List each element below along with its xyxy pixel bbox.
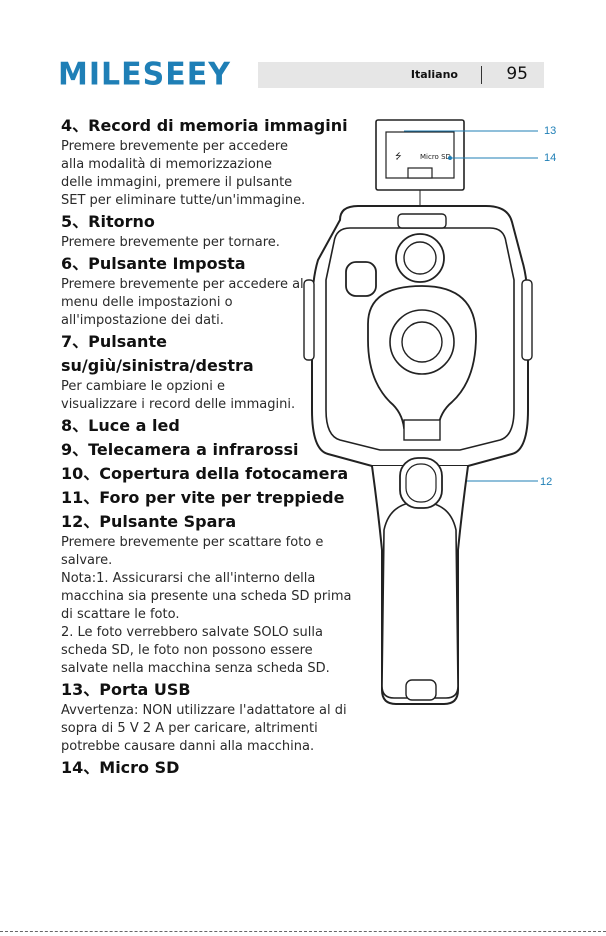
top-bump — [397, 213, 447, 229]
micro-sd-slot-label: Micro SD — [420, 153, 451, 161]
section-heading: 12、Pulsante Spara — [61, 512, 237, 531]
section-heading: 7、Pulsante — [61, 332, 167, 351]
section-text-line: 2. Le foto verrebbero salvate SOLO sulla — [61, 625, 323, 640]
section-text-line: all'impostazione dei dati. — [61, 313, 224, 328]
section-text-line: alla modalità di memorizzazione — [61, 157, 273, 172]
section-text-line: salvare. — [61, 553, 113, 568]
section-text-line: delle immagini, premere il pulsante — [61, 175, 293, 190]
section-heading: 13、Porta USB — [61, 680, 191, 699]
port-detail-slot — [407, 167, 433, 179]
bottom-dashed-line — [0, 931, 606, 932]
section-text-line: macchina sia presente una scheda SD prim… — [61, 589, 352, 604]
tripod-hole — [405, 679, 437, 701]
infrared-camera — [345, 261, 377, 297]
usb-port-icon: ⭍ — [395, 152, 402, 161]
section-text-line: scheda SD, le foto non possono essere — [61, 643, 313, 658]
section-text-line: Avvertenza: NON utilizzare l'adattatore … — [61, 703, 347, 718]
device-diagram: ⭍ Micro SD 13 14 12 — [303, 119, 556, 705]
section-heading: 5、Ritorno — [61, 212, 155, 231]
section-text-line: salvate nella macchina senza scheda SD. — [61, 661, 330, 676]
section-heading: 9、Telecamera a infrarossi — [61, 440, 299, 459]
header-separator — [481, 66, 482, 84]
section-heading: 11、Foro per vite per treppiede — [61, 488, 345, 507]
left-side-button — [303, 279, 315, 361]
section-heading: 4、Record di memoria immagini — [61, 116, 348, 135]
section-text-line: SET per eliminare tutte/un'immagine. — [61, 193, 306, 208]
section-text-line: Premere brevemente per accedere — [61, 139, 288, 154]
callout-label-13: 13 — [544, 125, 556, 137]
right-side-button — [521, 279, 533, 361]
section-text-line: Nota:1. Assicurarsi che all'interno dell… — [61, 571, 316, 586]
callout-label-12: 12 — [540, 476, 552, 488]
section-heading: 6、Pulsante Imposta — [61, 254, 246, 273]
section-text-line: menu delle impostazioni o — [61, 295, 233, 310]
section-text-line: di scattare le foto. — [61, 607, 180, 622]
handle-grip — [381, 501, 459, 699]
section-heading: 8、Luce a led — [61, 416, 180, 435]
language-label: Italiano — [410, 68, 458, 81]
section-heading: 10、Copertura della fotocamera — [61, 464, 349, 483]
section-heading: 14、Micro SD — [61, 758, 180, 777]
section-heading: su/giù/sinistra/destra — [61, 356, 254, 375]
section-text-line: Premere brevemente per tornare. — [61, 235, 280, 250]
section-text-line: Premere brevemente per scattare foto e — [61, 535, 324, 550]
section-text-line: sopra di 5 V 2 A per caricare, altriment… — [61, 721, 318, 736]
brand-logo: MILESEEY — [58, 56, 231, 93]
page-number: 95 — [506, 64, 528, 84]
camera-lens-inner — [401, 321, 443, 363]
section-text-line: Premere brevemente per accedere al — [61, 277, 304, 292]
section-text-line: potrebbe causare danni alla macchina. — [61, 739, 315, 754]
callout-label-14: 14 — [544, 152, 556, 164]
language-bar: Italiano 95 — [258, 62, 544, 88]
section-text-line: Per cambiare le opzioni e — [61, 379, 225, 394]
section-text-line: visualizzare i record delle immagini. — [61, 397, 296, 412]
